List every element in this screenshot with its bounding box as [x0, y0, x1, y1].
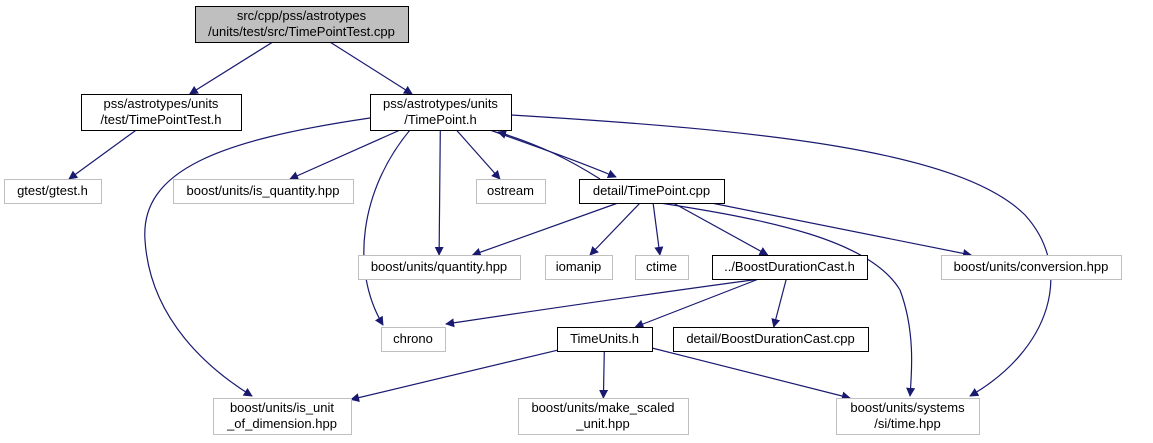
node-conversion: boost/units/conversion.hpp: [941, 255, 1122, 280]
node-make_scaled: boost/units/make_scaled_unit.hpp: [518, 398, 689, 435]
edge-boost_cast_h-to-timeunits_h: [634, 278, 759, 329]
node-label-conversion-line-0: boost/units/conversion.hpp: [954, 259, 1109, 274]
node-label-quantity-line-0: boost/units/quantity.hpp: [371, 259, 507, 274]
edge-timepoint_h-to-is_unit: [144, 117, 371, 397]
node-timeunits_h[interactable]: TimeUnits.h: [557, 327, 653, 352]
node-gtest: gtest/gtest.h: [4, 179, 102, 204]
node-label-gtest-line-0: gtest/gtest.h: [17, 183, 88, 198]
node-root[interactable]: src/cpp/pss/astrotypes/units/test/src/Ti…: [195, 6, 409, 43]
node-box-si_time: [836, 398, 980, 435]
node-label-root-line-1: /units/test/src/TimePointTest.cpp: [208, 24, 395, 39]
nodes-layer: src/cpp/pss/astrotypes/units/test/src/Ti…: [4, 6, 1122, 435]
edge-boost_cast_h-to-boost_cast_cpp: [771, 278, 787, 328]
edge-timepoint_h-to-quantity: [434, 129, 444, 256]
node-ostream: ostream: [476, 179, 546, 204]
node-label-is_unit-line-1: _of_dimension.hpp: [226, 416, 337, 431]
node-label-boost_cast_cpp-line-0: detail/BoostDurationCast.cpp: [686, 331, 854, 346]
edge-root-to-timepoint_h: [329, 41, 413, 95]
node-label-make_scaled-line-1: _unit.hpp: [575, 416, 630, 431]
node-box-chrono: [381, 327, 446, 352]
edge-timepoint_h-to-ostream: [455, 129, 501, 180]
edge-root-to-test_h: [188, 41, 274, 95]
node-si_time: boost/units/systems/si/time.hpp: [836, 398, 980, 435]
edge-detail_cpp-to-boost_cast_h: [673, 202, 769, 256]
node-label-iomanip-line-0: iomanip: [556, 259, 602, 274]
node-box-boost_cast_cpp: [673, 327, 869, 352]
node-label-detail_cpp-line-0: detail/TimePoint.cpp: [593, 183, 710, 198]
node-detail_cpp[interactable]: detail/TimePoint.cpp: [579, 179, 725, 204]
edge-timeunits_h-to-is_unit: [350, 349, 558, 402]
edge-detail_cpp-to-quantity: [471, 202, 619, 257]
node-iomanip: iomanip: [545, 255, 613, 280]
node-box-detail_cpp: [579, 179, 725, 204]
node-boost_cast_h[interactable]: ../BoostDurationCast.h: [712, 255, 868, 280]
node-box-is_unit: [213, 398, 352, 435]
node-box-test_h: [81, 94, 242, 131]
edge-timepoint_h-to-si_time: [510, 114, 1052, 397]
node-test_h[interactable]: pss/astrotypes/units/test/TimePointTest.…: [81, 94, 242, 131]
node-box-root: [195, 6, 409, 43]
node-label-root-line-0: src/cpp/pss/astrotypes: [237, 8, 367, 23]
node-box-boost_cast_h: [712, 255, 868, 280]
edge-detail_cpp-to-iomanip: [589, 202, 641, 256]
node-box-ctime: [635, 255, 689, 280]
node-label-chrono-line-0: chrono: [393, 331, 433, 346]
node-box-timepoint_h: [370, 94, 512, 131]
node-box-is_quantity: [173, 179, 354, 204]
node-box-ostream: [476, 179, 546, 204]
edge-timepoint_h-to-is_quantity: [289, 129, 401, 180]
node-quantity: boost/units/quantity.hpp: [358, 255, 521, 280]
edge-detail_cpp-to-ctime: [652, 202, 664, 256]
edge-timeunits_h-to-si_time: [651, 347, 851, 401]
node-box-conversion: [941, 255, 1122, 280]
node-chrono: chrono: [381, 327, 446, 352]
node-label-ostream-line-0: ostream: [487, 183, 534, 198]
node-label-timepoint_h-line-0: pss/astrotypes/units: [383, 96, 498, 111]
node-label-boost_cast_h-line-0: ../BoostDurationCast.h: [724, 259, 855, 274]
edges-layer: [68, 41, 1052, 402]
node-label-make_scaled-line-0: boost/units/make_scaled: [531, 400, 674, 415]
node-label-si_time-line-0: boost/units/systems: [850, 400, 965, 415]
node-box-timeunits_h: [557, 327, 653, 352]
node-boost_cast_cpp[interactable]: detail/BoostDurationCast.cpp: [673, 327, 869, 352]
edge-test_h-to-gtest: [68, 129, 137, 180]
node-timepoint_h[interactable]: pss/astrotypes/units/TimePoint.h: [370, 94, 512, 131]
edge-timepoint_h-to-chrono: [363, 129, 411, 326]
edge-detail_cpp-to-timepoint_h: [497, 130, 601, 180]
node-box-gtest: [4, 179, 102, 204]
node-box-iomanip: [545, 255, 613, 280]
node-is_unit: boost/units/is_unit_of_dimension.hpp: [213, 398, 352, 435]
node-label-is_unit-line-0: boost/units/is_unit: [230, 400, 334, 415]
node-label-timeunits_h-line-0: TimeUnits.h: [570, 331, 639, 346]
node-is_quantity: boost/units/is_quantity.hpp: [173, 179, 354, 204]
node-ctime: ctime: [635, 255, 689, 280]
node-box-make_scaled: [518, 398, 689, 435]
edge-detail_cpp-to-si_time: [659, 202, 916, 397]
node-label-test_h-line-1: /test/TimePointTest.h: [101, 112, 222, 127]
node-label-timepoint_h-line-1: /TimePoint.h: [404, 112, 477, 127]
node-box-quantity: [358, 255, 521, 280]
node-label-test_h-line-0: pss/astrotypes/units: [104, 96, 219, 111]
edge-timeunits_h-to-make_scaled: [599, 350, 609, 399]
node-label-si_time-line-1: /si/time.hpp: [874, 416, 940, 431]
edge-boost_cast_h-to-chrono: [445, 278, 761, 328]
node-label-is_quantity-line-0: boost/units/is_quantity.hpp: [187, 183, 340, 198]
edge-detail_cpp-to-conversion: [711, 202, 972, 258]
node-label-ctime-line-0: ctime: [646, 259, 677, 274]
